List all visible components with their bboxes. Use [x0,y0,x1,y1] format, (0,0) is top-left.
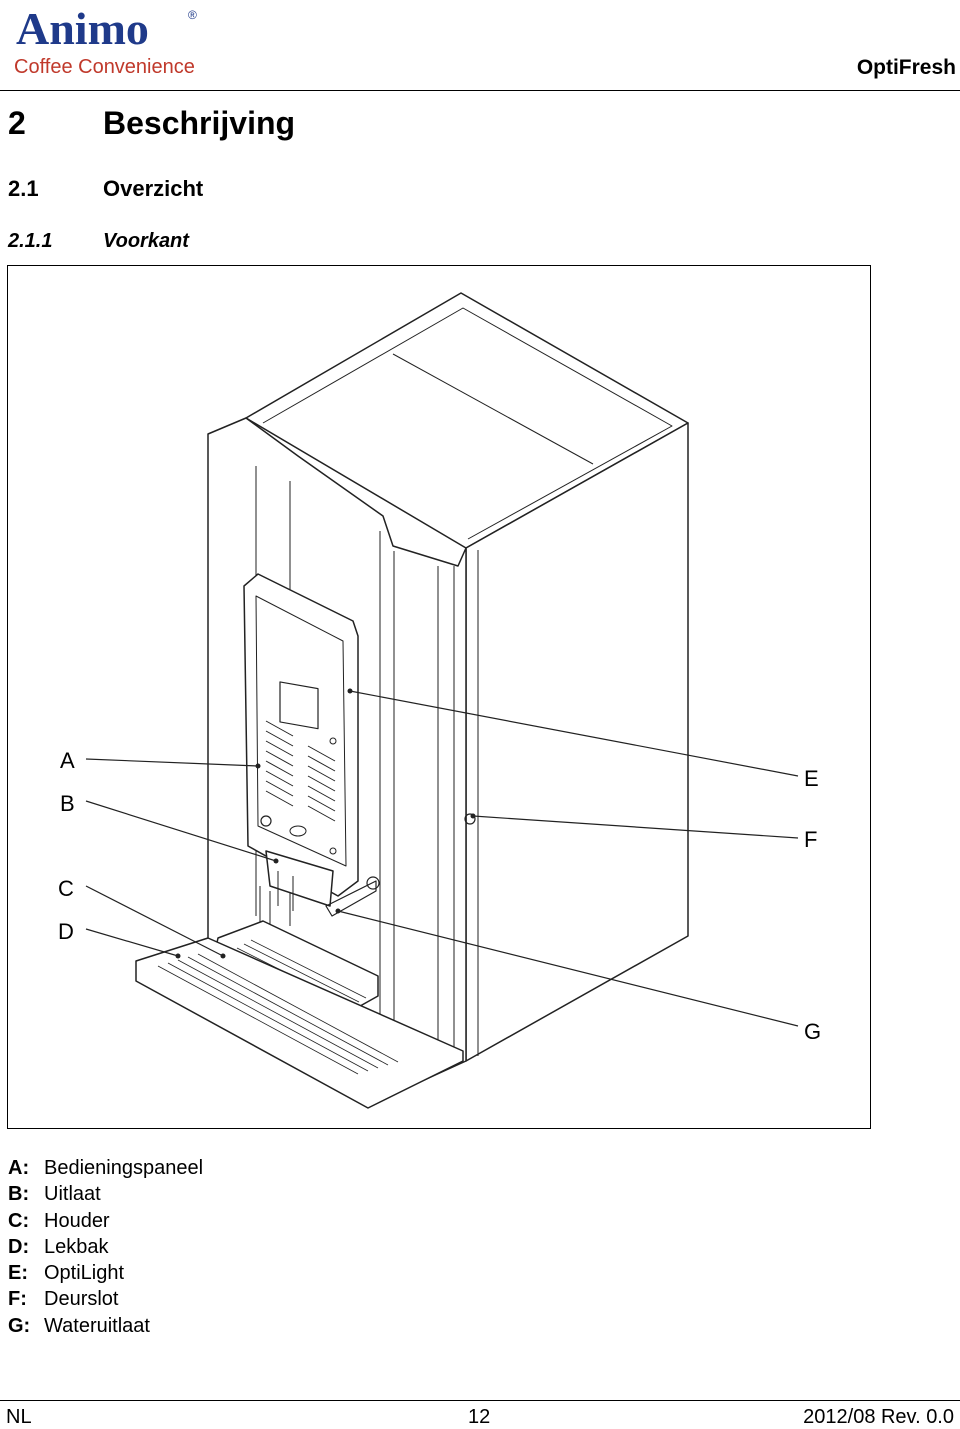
machine-drawing: A B C D E F G [58,292,821,1109]
figure-legend: A: Bedieningspaneel B: Uitlaat C: Houder D:… [8,1155,203,1339]
legend-key: D: [8,1235,30,1258]
callout-b: B [60,791,75,816]
legend-label: Uitlaat [44,1183,101,1206]
legend-item: G: Wateruitlaat [8,1313,203,1339]
footer-language: NL [6,1406,32,1428]
legend-label: Wateruitlaat [44,1314,150,1337]
logo-registered-mark: ® [188,8,197,22]
legend-item: C: Houder [8,1208,203,1234]
legend-label: Deurslot [44,1288,119,1311]
product-name: OptiFresh [856,56,956,79]
legend-item: B: Uitlaat [8,1181,203,1207]
h1-title: Beschrijving [103,105,296,141]
header-divider [0,90,960,91]
legend-key: A: [8,1157,30,1179]
logo-tagline: Coffee Convenience [14,56,195,78]
legend-item: A: Bedieningspaneel [8,1155,203,1181]
page-number: 12 [468,1406,491,1428]
callout-g: G [804,1019,821,1044]
machine-figure: A B C D E F G [7,265,871,1129]
legend-key: E: [8,1262,28,1285]
logo-wordmark: Animo [16,3,149,54]
footer-divider [0,1400,960,1401]
h2-number: 2.1 [8,176,39,201]
callout-a: A [60,748,75,773]
h2-title: Overzicht [103,176,204,201]
h3-title: Voorkant [103,230,189,252]
legend-label: Bedieningspaneel [44,1157,204,1179]
legend-item: D: Lekbak [8,1234,203,1260]
callout-d: D [58,919,74,944]
legend-key: C: [8,1209,30,1232]
callout-f: F [804,827,817,852]
callout-e: E [804,766,819,791]
legend-item: F: Deurslot [8,1286,203,1312]
legend-key: F: [8,1288,27,1311]
legend-key: B: [8,1183,30,1206]
legend-item: E: OptiLight [8,1260,203,1286]
callout-c: C [58,876,74,901]
h1-number: 2 [8,105,26,141]
footer-revision: 2012/08 Rev. 0.0 [803,1406,954,1428]
h3-number: 2.1.1 [8,230,53,252]
legend-label: OptiLight [44,1262,125,1285]
legend-key: G: [8,1314,31,1337]
animo-logo: Animo ® Coffee Convenience [10,2,210,82]
legend-label: Houder [44,1209,110,1232]
legend-label: Lekbak [44,1235,109,1258]
